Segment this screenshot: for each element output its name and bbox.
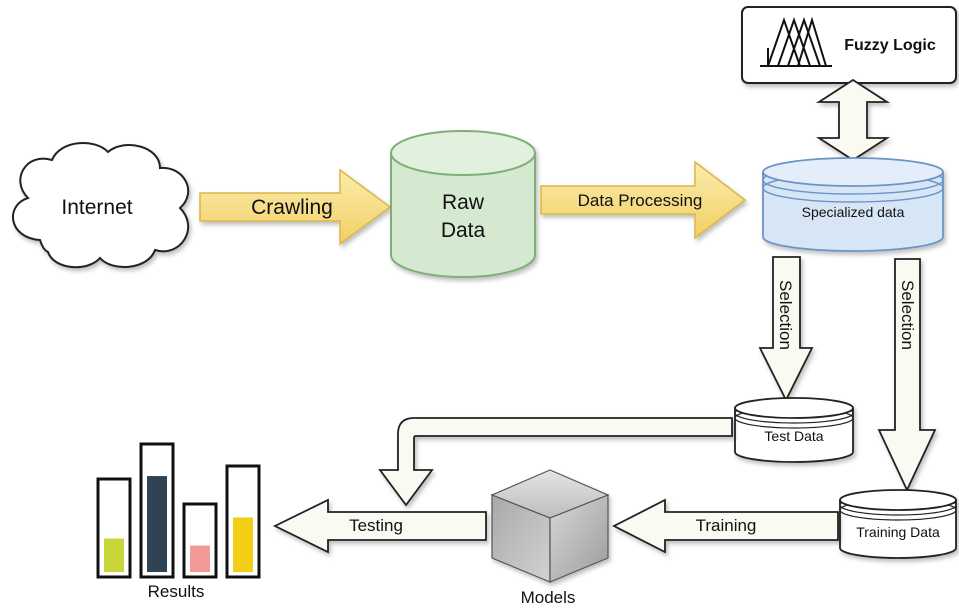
fuzzy-logic-label: Fuzzy Logic [844,37,936,54]
cloud-icon [12,141,190,269]
training-data-label: Training Data [856,524,940,540]
results-bar-fill [147,476,167,572]
fuzzy-membership-icon [760,16,832,67]
results-chart-icon [96,442,261,579]
fuzzy-double-arrow [815,78,891,162]
raw-data-node [390,130,536,278]
training-data-node [839,489,957,559]
training-arrow: Training [612,498,839,554]
testing-arrow: Testing [272,498,487,554]
raw-data-label-line2: Data [441,219,486,242]
test-data-label: Test Data [764,428,823,444]
results-bar-frame [182,502,218,579]
crawling-label: Crawling [251,196,333,219]
data-processing-label: Data Processing [578,191,703,210]
test-data-node [734,397,854,463]
specialized-data-label: Specialized data [802,204,905,220]
selection-test-label: Selection [776,280,795,350]
selection-test-arrow: Selection [758,256,814,403]
selection-train-label: Selection [898,280,917,350]
results-bar-fill [104,538,124,572]
selection-train-arrow: Selection [877,258,937,493]
models-cube-icon [490,469,610,583]
models-label: Models [521,588,576,607]
elbow-arrow-shape [378,417,733,507]
fuzzy-logic-node: Fuzzy Logic [741,6,957,84]
testing-label: Testing [349,516,403,535]
results-bar-fill [233,517,253,572]
results-bar-fill [190,545,210,572]
raw-data-label-line1: Raw [442,191,485,214]
results-label: Results [148,582,205,601]
training-label: Training [696,516,757,535]
internet-node: Internet [12,141,190,269]
crawling-arrow: Crawling [199,168,392,246]
data-processing-arrow: Data Processing [540,160,747,240]
specialized-data-node [762,157,944,252]
internet-label: Internet [61,196,132,219]
